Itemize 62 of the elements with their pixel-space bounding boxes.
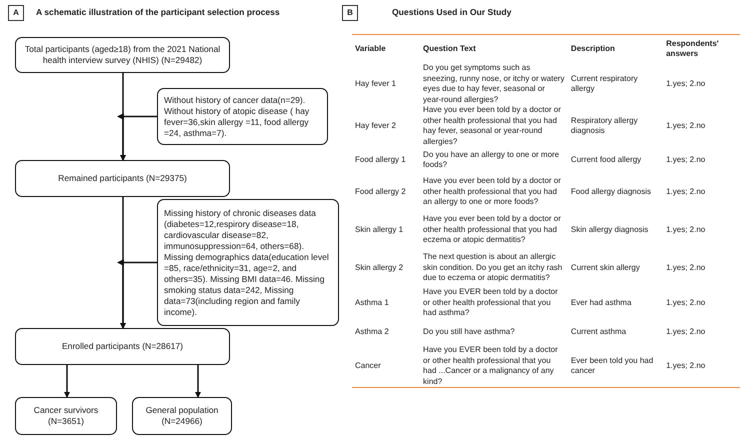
column-header: Variable	[355, 44, 386, 53]
description-text: Current asthma	[570, 326, 626, 336]
process-box	[132, 397, 232, 435]
column-header: Question Text	[423, 44, 476, 53]
answer-options: 1.yes; 2.no	[666, 298, 706, 307]
panel-letter: B	[342, 5, 358, 21]
box-text: Missing history of chronic diseases data (diabetes=12,respirory disease=18, cardiovascular disease=82, immunosuppression=64, others=68). Missing demographics data(education level =85, race/ethnicity=31, age=2, and others=35). Missing BMI data=46. Missing smoking status data=242, Missing data=73(including region and family income).	[164, 208, 330, 318]
answer-options: 1.yes; 2.no	[666, 224, 706, 234]
description-text: Current food allergy	[570, 154, 642, 164]
exclusion-box	[157, 88, 328, 145]
box-text: Enrolled participants (N=28617)	[62, 341, 184, 352]
variable-name: Food allergy 1	[355, 154, 406, 164]
process-box	[15, 37, 230, 73]
variable-name: Cancer	[355, 360, 381, 370]
arrow	[117, 114, 157, 160]
description-text: Skin allergy diagnosis	[570, 224, 648, 234]
variable-name: Skin allergy 1	[355, 224, 404, 234]
variable-name: Food allergy 2	[355, 186, 406, 196]
answer-options: 1.yes; 2.no	[666, 360, 706, 370]
variable-name: Asthma 1	[355, 298, 389, 307]
answer-options: 1.yes; 2.no	[666, 186, 706, 196]
arrow	[117, 260, 157, 328]
process-box	[15, 397, 117, 435]
box-text: Without history of cancer data(n=29). Without history of atopic disease ( hay fever=36,skin allergy =11, food allergy =24, asthma=7).	[164, 94, 310, 138]
question-text: Have you EVER been told by a doctor or other health professional that you had ...Cancer or a malignancy of any kind?	[423, 345, 558, 386]
answer-options: 1.yes; 2.no	[666, 326, 706, 336]
panel-title: A schematic illustration of the participant selection process	[36, 7, 280, 17]
description-text: Current respiratory allergy	[570, 74, 638, 93]
box-text: Total participants (aged≥18) from the 2021 National health interview survey (NHIS) (N=29482)	[24, 44, 222, 66]
description-text: Food allergy diagnosis	[570, 186, 651, 196]
panel-letter: A	[8, 5, 24, 21]
description-text: Respiratory allergy diagnosis	[570, 116, 638, 135]
panel-title: Questions Used in Our Study	[392, 7, 512, 17]
answer-options: 1.yes; 2.no	[666, 78, 706, 88]
variable-name: Asthma 2	[355, 326, 389, 336]
box-text: General population (N=24966)	[144, 405, 220, 427]
answer-options: 1.yes; 2.no	[666, 120, 706, 130]
question-text: Have you ever been told by a doctor or other health professional that you had eczema or atopic dermatitis?	[423, 214, 561, 244]
question-text: Do you still have asthma?	[423, 326, 515, 336]
variable-name: Skin allergy 2	[355, 262, 404, 272]
description-text: Ever had asthma	[570, 298, 632, 307]
question-text: Do you have an allergy to one or more foods?	[423, 150, 560, 169]
box-text: Remained participants (N=29375)	[58, 173, 187, 184]
question-text: Do you get symptoms such as sneezing, runny nose, or itchy or watery eyes due to hay fever, seasonal or year-round allergies?	[423, 63, 564, 104]
answer-options: 1.yes; 2.no	[666, 154, 706, 164]
answer-options: 1.yes; 2.no	[666, 262, 706, 272]
question-text: Have you EVER been told by a doctor or other health professional that you had asthma?	[423, 287, 558, 318]
variable-name: Hay fever 1	[355, 78, 396, 88]
arrow	[64, 365, 70, 398]
variable-name: Hay fever 2	[355, 120, 396, 130]
arrow	[195, 365, 201, 398]
question-text: Have you ever been told by a doctor or other health professional that you had hay fever, seasonal or year-round allergies?	[423, 105, 561, 146]
column-header: Description	[570, 44, 615, 53]
process-box	[15, 160, 230, 197]
exclusion-box	[157, 199, 339, 326]
question-text: Have you ever been told by a doctor or other health professional that you had an allergy to one or more foods?	[423, 176, 561, 206]
description-text: Ever been told you had cancer	[570, 356, 654, 375]
question-text: The next question is about an allergic skin condition. Do you get an itchy rash due to eczema or atopic dermatitis?	[423, 252, 562, 282]
process-box	[15, 328, 230, 365]
box-text: Cancer survivors (N=3651)	[32, 405, 100, 427]
column-header: Respondents' answers	[666, 38, 719, 58]
description-text: Current skin allergy	[570, 262, 640, 272]
